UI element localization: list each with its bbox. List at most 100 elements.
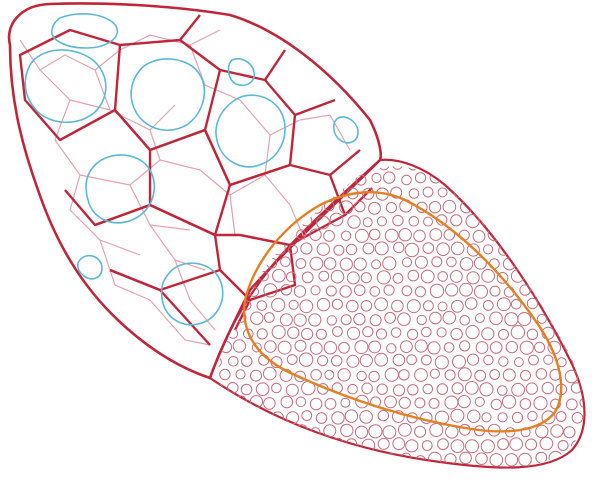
granule xyxy=(452,159,464,171)
granule xyxy=(393,273,403,283)
granule xyxy=(415,426,426,437)
granule xyxy=(534,397,547,410)
granule xyxy=(402,286,412,296)
granule xyxy=(499,357,508,366)
granule xyxy=(415,287,425,297)
granule xyxy=(354,314,365,325)
granule xyxy=(279,454,291,466)
granule-field xyxy=(203,158,595,481)
granule xyxy=(331,270,344,283)
granule xyxy=(428,342,440,354)
granule xyxy=(435,356,448,369)
granule xyxy=(430,229,442,241)
granule xyxy=(341,424,353,436)
granule xyxy=(375,353,388,366)
granule xyxy=(375,242,388,255)
granule xyxy=(438,302,447,311)
granule xyxy=(450,466,463,479)
granule xyxy=(556,301,566,311)
granule xyxy=(572,354,583,365)
granule xyxy=(475,314,484,323)
plate-core-2 xyxy=(131,59,204,130)
granule xyxy=(236,259,247,270)
granule xyxy=(422,441,432,451)
granule xyxy=(205,425,218,438)
granule xyxy=(295,340,306,351)
granule xyxy=(527,329,537,339)
granule xyxy=(325,370,334,379)
granule xyxy=(221,427,230,436)
granule xyxy=(383,257,396,270)
granule xyxy=(490,286,500,296)
granule xyxy=(438,272,448,282)
granule xyxy=(386,203,396,213)
granule xyxy=(540,437,553,450)
granule xyxy=(564,284,575,295)
granule xyxy=(324,231,335,242)
granule xyxy=(265,341,277,353)
granule xyxy=(289,300,298,309)
granule xyxy=(506,203,517,214)
granule xyxy=(407,300,420,313)
granule xyxy=(372,173,381,182)
granule xyxy=(520,399,531,410)
granule xyxy=(565,370,578,383)
granule xyxy=(334,245,344,255)
granule xyxy=(451,328,462,339)
granule xyxy=(505,454,517,466)
granule xyxy=(318,356,328,366)
granule xyxy=(559,468,569,478)
granule xyxy=(339,342,350,353)
granule xyxy=(481,440,494,453)
granule xyxy=(437,384,448,395)
granule xyxy=(278,341,291,354)
granule xyxy=(302,328,313,339)
granule xyxy=(212,383,223,394)
granule xyxy=(498,439,509,450)
granule xyxy=(281,257,291,267)
granule xyxy=(347,272,359,284)
granule xyxy=(225,439,238,452)
granule xyxy=(205,454,216,465)
granule xyxy=(451,271,463,283)
granule xyxy=(280,200,292,212)
granule xyxy=(363,243,374,254)
granule xyxy=(475,397,484,406)
granule xyxy=(266,228,277,239)
granule xyxy=(572,187,581,196)
granule xyxy=(519,453,532,466)
granule xyxy=(558,441,568,451)
granule xyxy=(357,371,366,380)
granule xyxy=(258,412,269,423)
granule xyxy=(311,286,320,295)
plate-core-8 xyxy=(334,117,358,143)
granule xyxy=(564,313,575,324)
granule xyxy=(399,423,412,436)
granule xyxy=(549,171,562,184)
granule xyxy=(548,285,559,296)
granule xyxy=(438,188,447,197)
granule xyxy=(488,200,501,213)
granule xyxy=(476,453,488,465)
granule xyxy=(481,467,492,478)
granule xyxy=(588,187,595,198)
granule xyxy=(317,298,329,310)
granule xyxy=(361,301,372,312)
granule xyxy=(582,229,591,238)
granule xyxy=(286,384,298,396)
granule xyxy=(528,411,537,420)
granule xyxy=(443,311,456,324)
granule xyxy=(489,174,500,185)
granule xyxy=(556,187,567,198)
granule xyxy=(362,383,373,394)
granule xyxy=(557,161,567,171)
granule xyxy=(257,301,267,311)
granule xyxy=(476,342,488,354)
granule xyxy=(345,410,357,422)
granule xyxy=(384,285,394,295)
granule xyxy=(490,454,503,467)
granule xyxy=(296,397,306,407)
granule xyxy=(319,271,329,281)
granule xyxy=(484,245,493,254)
